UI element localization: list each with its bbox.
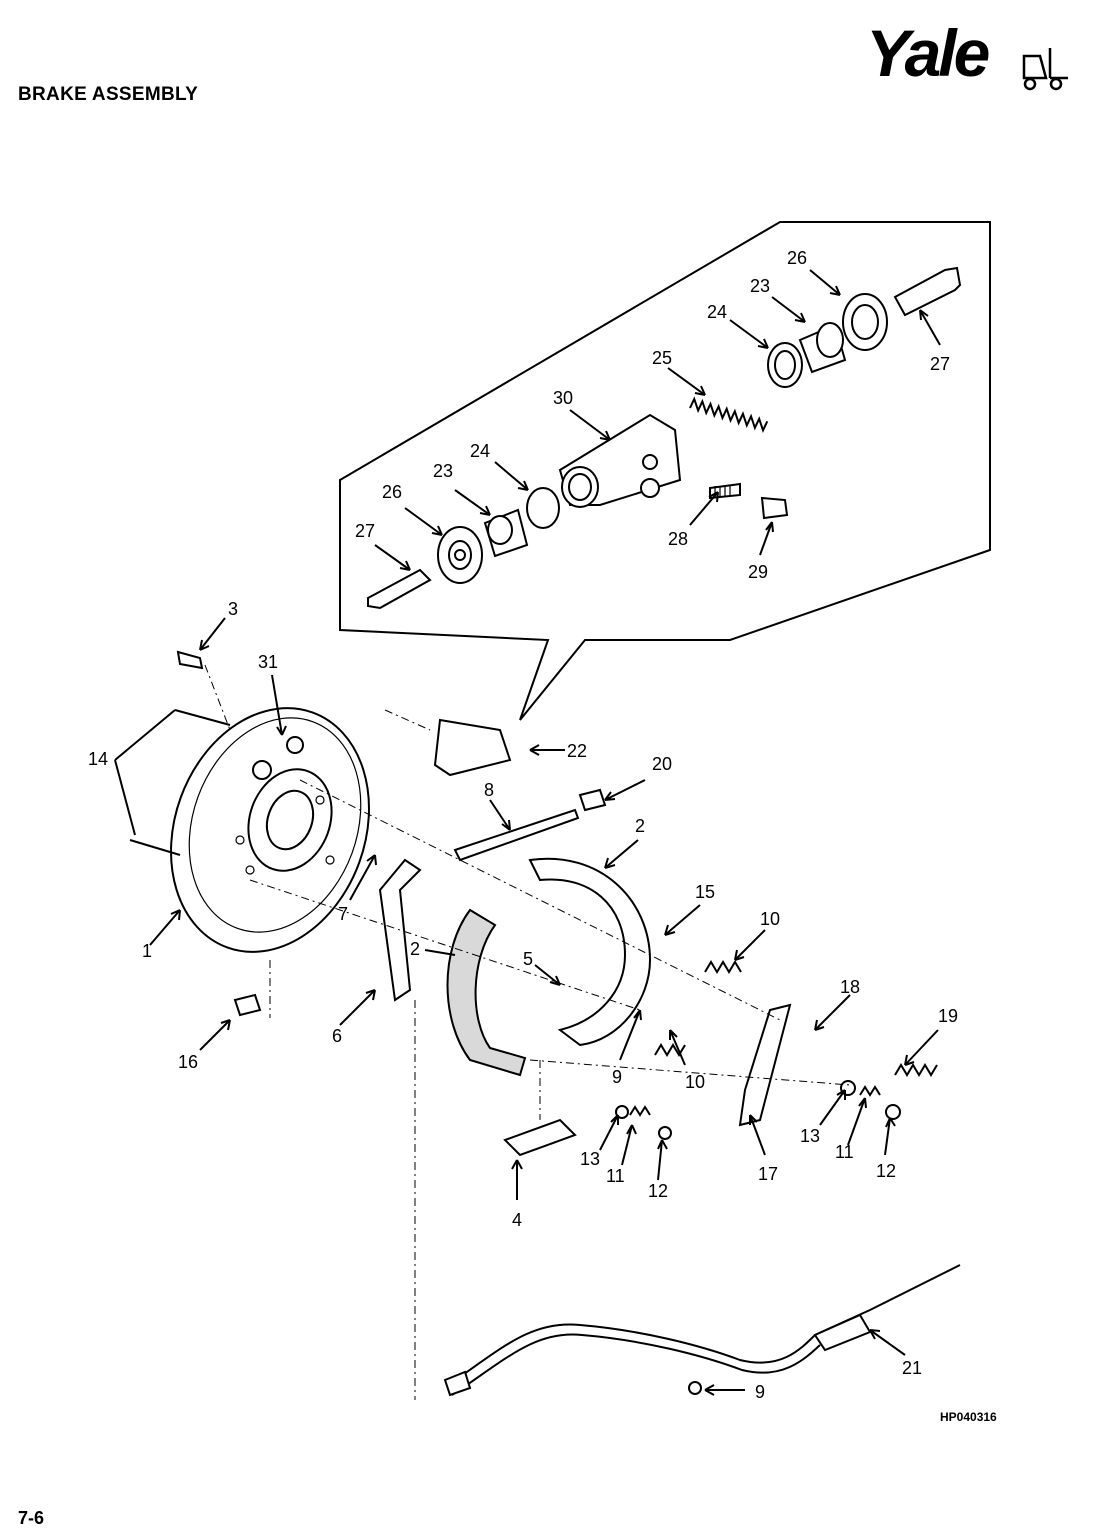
callout-12-right: 12 <box>876 1161 896 1181</box>
callout-9-cable: 9 <box>755 1382 765 1402</box>
callout-16: 16 <box>178 1052 198 1072</box>
boot-lower <box>437 526 483 584</box>
callout-10-lower: 10 <box>685 1072 705 1092</box>
callout-23-lower: 23 <box>433 461 453 481</box>
cylinder-spring <box>689 396 769 434</box>
adjuster-assembly <box>503 1118 577 1157</box>
callout-17: 17 <box>758 1164 778 1184</box>
callout-25: 25 <box>652 348 672 368</box>
callout-15: 15 <box>695 882 715 902</box>
return-spring-a <box>704 960 742 974</box>
callout-28: 28 <box>668 529 688 549</box>
callout-7: 7 <box>338 904 348 924</box>
callout-8: 8 <box>484 780 494 800</box>
brake-shoe-rear <box>528 857 652 1047</box>
piston-upper <box>798 322 847 374</box>
adjuster-spring <box>578 788 607 812</box>
callout-2-rear: 2 <box>635 816 645 836</box>
callout-5: 5 <box>523 949 533 969</box>
alignment-lines <box>204 664 851 1400</box>
callout-3: 3 <box>228 599 238 619</box>
callout-10-upper: 10 <box>760 909 780 929</box>
callout-11-left: 11 <box>606 1166 625 1186</box>
callout-27-lower: 27 <box>355 521 375 541</box>
piston-lower <box>483 508 529 558</box>
push-rod-upper <box>893 266 962 317</box>
callout-19: 19 <box>938 1006 958 1026</box>
callout-26-lower: 26 <box>382 482 402 502</box>
cup-lower <box>526 487 560 529</box>
callout-2-front: 2 <box>410 939 420 959</box>
callout-14: 14 <box>88 749 108 769</box>
backing-plate <box>170 707 370 953</box>
callout-1: 1 <box>142 941 152 961</box>
mounting-bolts <box>129 709 231 856</box>
figure-reference: HP040316 <box>940 1410 997 1424</box>
parking-lever-strut <box>378 858 422 1002</box>
callout-12-left: 12 <box>648 1181 668 1201</box>
bleeder-cap <box>760 496 789 520</box>
parking-brake-cable <box>443 1264 961 1397</box>
callout-4: 4 <box>512 1210 522 1230</box>
cable-spring <box>894 1063 938 1077</box>
callout-13-right: 13 <box>800 1126 820 1146</box>
callout-30: 30 <box>553 388 573 408</box>
callout-11-right: 11 <box>835 1142 854 1162</box>
push-rod-lower <box>367 568 432 610</box>
callout-29: 29 <box>748 562 768 582</box>
callout-9-shoe: 9 <box>612 1067 622 1087</box>
callout-22: 22 <box>567 741 587 761</box>
cup-upper <box>767 342 803 388</box>
bolt <box>176 650 204 670</box>
yale-logo: Yale <box>866 16 990 90</box>
adjuster-lever-strut <box>453 808 580 862</box>
callout-20: 20 <box>652 754 672 774</box>
leader-arrows <box>114 269 941 1396</box>
boot-upper <box>842 293 888 351</box>
hold-down-parts <box>615 1080 901 1140</box>
callout-6: 6 <box>332 1026 342 1046</box>
callout-31: 31 <box>258 652 278 672</box>
page-title: BRAKE ASSEMBLY <box>18 84 199 105</box>
callout-23-upper: 23 <box>750 276 770 296</box>
wheel-cylinder-body <box>558 413 682 508</box>
shoe-pin <box>233 993 262 1017</box>
callout-24-upper: 24 <box>707 302 727 322</box>
page-number: 7-6 <box>18 1508 45 1528</box>
detail-inset-frame <box>339 221 991 721</box>
callout-27-upper: 27 <box>930 354 950 374</box>
callout-13-left: 13 <box>580 1149 600 1169</box>
callout-24-lower: 24 <box>470 441 490 461</box>
parking-brake-lever <box>738 1003 792 1127</box>
forklift-logo-icon <box>1022 48 1068 91</box>
callout-21: 21 <box>902 1358 922 1378</box>
callout-18: 18 <box>840 977 860 997</box>
brake-shoe-front <box>446 908 527 1077</box>
callout-26-upper: 26 <box>787 248 807 268</box>
wheel-cylinder <box>433 718 512 777</box>
